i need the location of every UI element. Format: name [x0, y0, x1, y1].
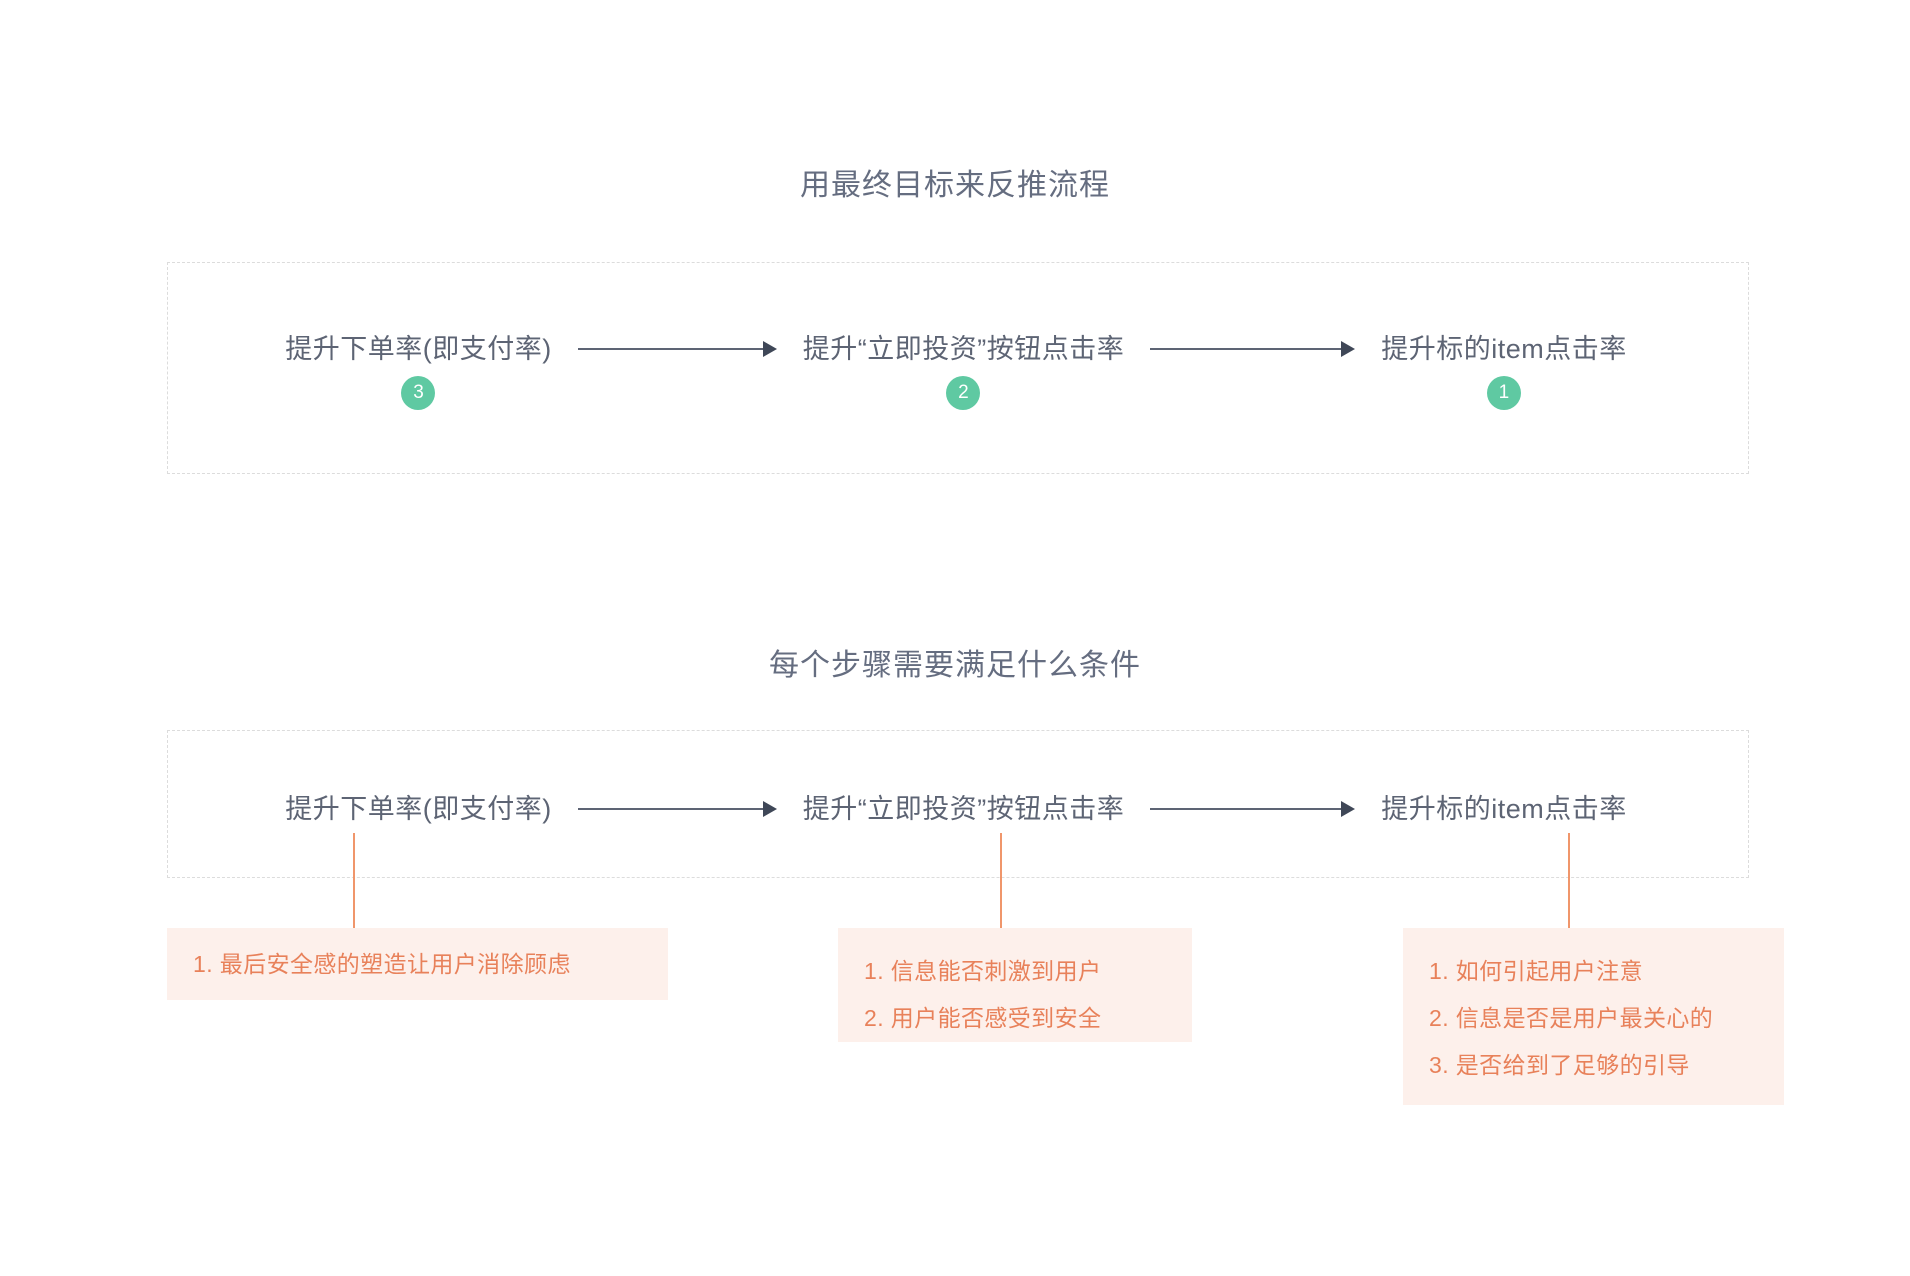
flow-node-order-rate-2[interactable]: 提升下单率(即支付率)	[285, 793, 552, 824]
step-badge-1: 1	[1486, 375, 1521, 410]
condition-item: 1. 最后安全感的塑造让用户消除顾虑	[193, 951, 571, 977]
flow-node-invest-button-ctr[interactable]: 提升“立即投资”按钮点击率 2	[802, 333, 1125, 410]
flow-node-label: 提升下单率(即支付率)	[285, 793, 552, 824]
flow-node-label: 提升下单率(即支付率)	[285, 333, 552, 364]
flow-node-item-ctr-2[interactable]: 提升标的item点击率	[1381, 793, 1627, 824]
condition-item: 1. 如何引起用户注意	[1429, 958, 1643, 984]
flow-node-label: 提升标的item点击率	[1381, 793, 1627, 824]
arrow-shaft	[577, 348, 764, 350]
flow-node-order-rate[interactable]: 提升下单率(即支付率) 3	[285, 333, 552, 410]
condition-item: 2. 信息是否是用户最关心的	[1429, 1005, 1714, 1031]
condition-item: 3. 是否给到了足够的引导	[1429, 1052, 1690, 1078]
section-title-step-conditions: 每个步骤需要满足什么条件	[769, 649, 1141, 682]
condition-item: 1. 信息能否刺激到用户	[864, 958, 1102, 984]
condition-box-3: 1. 如何引起用户注意 2. 信息是否是用户最关心的 3. 是否给到了足够的引导	[1403, 928, 1784, 1105]
arrow-head	[762, 341, 777, 357]
flow-container-step-conditions	[167, 730, 1749, 878]
flow-row-goal-backtrack: 提升下单率(即支付率) 3 提升“立即投资”按钮点击率 2 提升标的item点击…	[167, 328, 1749, 410]
condition-box-1: 1. 最后安全感的塑造让用户消除顾虑	[167, 928, 668, 1000]
arrow-right-icon-3	[577, 801, 777, 817]
arrow-right-icon-1	[577, 341, 777, 357]
arrow-shaft	[1150, 808, 1343, 810]
flow-row-step-conditions: 提升下单率(即支付率) 提升“立即投资”按钮点击率 提升标的item点击率	[167, 788, 1749, 830]
arrow-head	[1341, 801, 1356, 817]
step-badge-3: 3	[401, 375, 436, 410]
flow-container-goal-backtrack	[167, 262, 1749, 474]
arrow-shaft	[1150, 348, 1343, 350]
section-title-goal-backtrack: 用最终目标来反推流程	[800, 169, 1110, 202]
connector-line-2	[1000, 833, 1002, 929]
arrow-head	[1341, 341, 1356, 357]
connector-line-3	[1568, 833, 1570, 929]
arrow-shaft	[577, 808, 764, 810]
flow-node-label: 提升标的item点击率	[1381, 333, 1627, 364]
flow-node-item-ctr[interactable]: 提升标的item点击率 1	[1381, 333, 1627, 410]
flow-node-label: 提升“立即投资”按钮点击率	[802, 793, 1125, 824]
flow-node-invest-button-ctr-2[interactable]: 提升“立即投资”按钮点击率	[802, 793, 1125, 824]
arrow-right-icon-2	[1150, 341, 1356, 357]
arrow-head	[762, 801, 777, 817]
flow-node-label: 提升“立即投资”按钮点击率	[802, 333, 1125, 364]
condition-box-2: 1. 信息能否刺激到用户 2. 用户能否感受到安全	[838, 928, 1192, 1042]
connector-line-1	[353, 833, 355, 929]
arrow-right-icon-4	[1150, 801, 1356, 817]
condition-item: 2. 用户能否感受到安全	[864, 1005, 1102, 1031]
step-badge-2: 2	[946, 375, 981, 410]
